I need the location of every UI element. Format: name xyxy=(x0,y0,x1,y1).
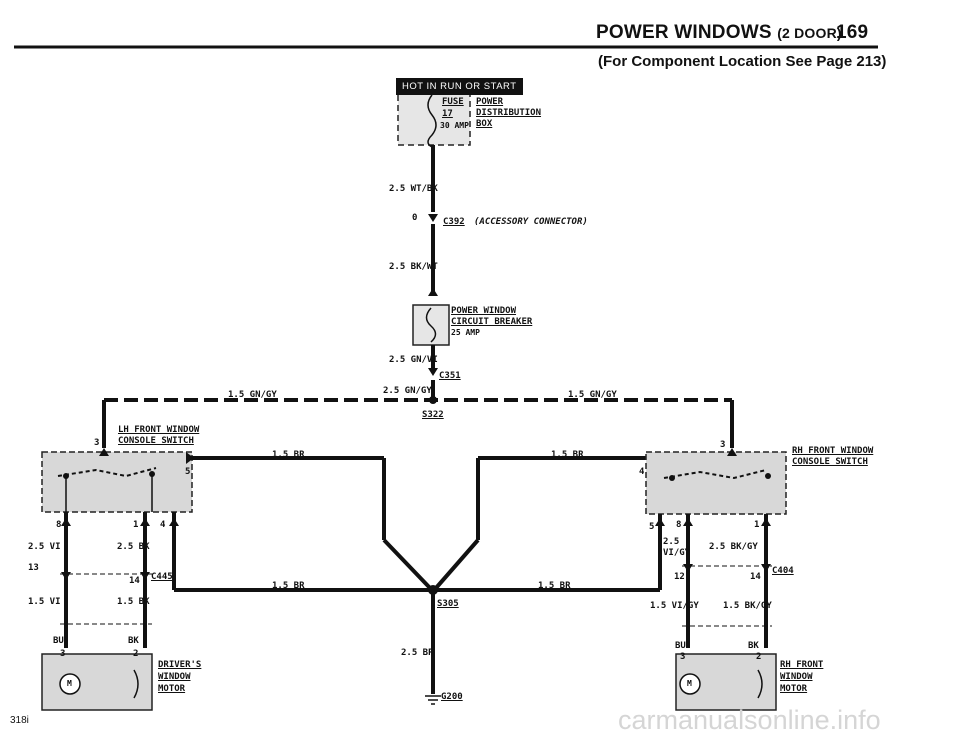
rh-switch-line2: CONSOLE SWITCH xyxy=(792,457,868,467)
wire-br-bottom-right: 1.5 BR xyxy=(538,581,571,591)
c351-label: C351 xyxy=(439,371,461,381)
model-code: 318i xyxy=(10,715,29,726)
wire-wt-bk: 2.5 WT/BK xyxy=(389,184,438,194)
rh-c404-14: 14 xyxy=(750,572,761,582)
wire-gn-vi: 2.5 GN/VI xyxy=(389,355,438,365)
title-main: POWER WINDOWS xyxy=(596,22,772,43)
lh-c445-13: 13 xyxy=(28,563,39,573)
lh-c445-14: 14 xyxy=(129,576,140,586)
hot-in-run-label: HOT IN RUN OR START xyxy=(396,78,523,95)
g200-label: G200 xyxy=(441,692,463,702)
lh-pin-4: 4 xyxy=(160,520,166,530)
power-dist-line2: DISTRIBUTION xyxy=(476,108,542,118)
rh-pin-8: 8 xyxy=(676,520,682,530)
wire-gn-gy-left: 1.5 GN/GY xyxy=(228,390,277,400)
rh-wire-15bkgy: 1.5 BK/GY xyxy=(723,601,772,611)
c392-pin: 0 xyxy=(412,213,418,223)
power-dist-line1: POWER xyxy=(476,97,504,107)
breaker-line2: CIRCUIT BREAKER xyxy=(451,317,533,327)
title-suffix: (2 DOOR) xyxy=(777,25,842,41)
lh-motor-box xyxy=(41,653,153,711)
rh-wire-25bkgy: 2.5 BK/GY xyxy=(709,542,758,552)
rh-switch-box xyxy=(645,451,787,515)
wire-bk-wt: 2.5 BK/WT xyxy=(389,262,438,272)
lh-switch-box xyxy=(41,451,193,513)
rh-wire-bu: BU xyxy=(675,641,686,651)
wire-br-top-right: 1.5 BR xyxy=(551,450,584,460)
lh-wire-15bk: 1.5 BK xyxy=(117,597,150,607)
lh-wire-15vi: 1.5 VI xyxy=(28,597,61,607)
s322-label: S322 xyxy=(422,410,444,420)
wire-br-ground: 2.5 BR xyxy=(401,648,434,658)
rh-wire-vigy: VI/GY xyxy=(663,548,691,558)
rh-motor-line2: WINDOW xyxy=(780,672,813,682)
lh-wire-25bk: 2.5 BK xyxy=(117,542,150,552)
breaker-rating: 25 AMP xyxy=(451,328,480,337)
rh-wire-15vigy: 1.5 VI/GY xyxy=(650,601,699,611)
rh-switch-line1: RH FRONT WINDOW xyxy=(792,446,874,456)
rh-motor-line3: MOTOR xyxy=(780,684,808,694)
lh-pin-3: 3 xyxy=(94,438,100,448)
lh-switch-line2: CONSOLE SWITCH xyxy=(118,436,194,446)
rh-pin-4: 4 xyxy=(639,467,645,477)
page-number: 169 xyxy=(836,22,869,43)
lh-motor-pin-2: 2 xyxy=(133,649,139,659)
c392-label: C392 xyxy=(443,217,465,227)
power-dist-line3: BOX xyxy=(476,119,493,129)
s305-label: S305 xyxy=(437,599,459,609)
rh-pin-5: 5 xyxy=(649,522,655,532)
lh-wire-bu: BU xyxy=(53,636,64,646)
rh-motor-pin-3: 3 xyxy=(680,652,686,662)
lh-motor-line1: DRIVER'S xyxy=(158,660,202,670)
page-title: POWER WINDOWS (2 DOOR) xyxy=(596,22,842,44)
rh-pin-1: 1 xyxy=(754,520,760,530)
rh-c404-12: 12 xyxy=(674,572,685,582)
lh-motor-symbol: M xyxy=(67,679,72,688)
wire-gn-gy-right: 1.5 GN/GY xyxy=(568,390,617,400)
watermark: carmanualsonline.info xyxy=(618,705,881,735)
c392-desc: (ACCESSORY CONNECTOR) xyxy=(474,217,588,227)
lh-pin-8: 8 xyxy=(56,520,62,530)
breaker-line1: POWER WINDOW xyxy=(451,306,517,316)
lh-motor-line3: MOTOR xyxy=(158,684,186,694)
fuse-symbol xyxy=(427,94,437,148)
fuse-number: 17 xyxy=(442,109,453,119)
lh-pin-1: 1 xyxy=(133,520,139,530)
fuse-label: FUSE xyxy=(442,97,464,107)
fuse-rating: 30 AMP xyxy=(440,121,469,130)
rh-wire-bk: BK xyxy=(748,641,759,651)
wire-br-top-left: 1.5 BR xyxy=(272,450,305,460)
wire-gn-gy-center: 2.5 GN/GY xyxy=(383,386,432,396)
rh-motor-line1: RH FRONT xyxy=(780,660,824,670)
rh-pin-3: 3 xyxy=(720,440,726,450)
lh-wire-25vi: 2.5 VI xyxy=(28,542,61,552)
lh-wire-bk: BK xyxy=(128,636,139,646)
wire-br-bottom-left: 1.5 BR xyxy=(272,581,305,591)
rh-motor-symbol: M xyxy=(687,679,692,688)
lh-switch-line1: LH FRONT WINDOW xyxy=(118,425,200,435)
page-subtitle: (For Component Location See Page 213) xyxy=(598,53,887,70)
c404-label: C404 xyxy=(772,566,794,576)
rh-motor-pin-2: 2 xyxy=(756,652,762,662)
lh-motor-line2: WINDOW xyxy=(158,672,191,682)
rh-wire-25: 2.5 xyxy=(663,537,680,547)
lh-pin-5: 5 xyxy=(185,467,191,477)
lh-motor-pin-3: 3 xyxy=(60,649,66,659)
c445-label: C445 xyxy=(151,572,173,582)
